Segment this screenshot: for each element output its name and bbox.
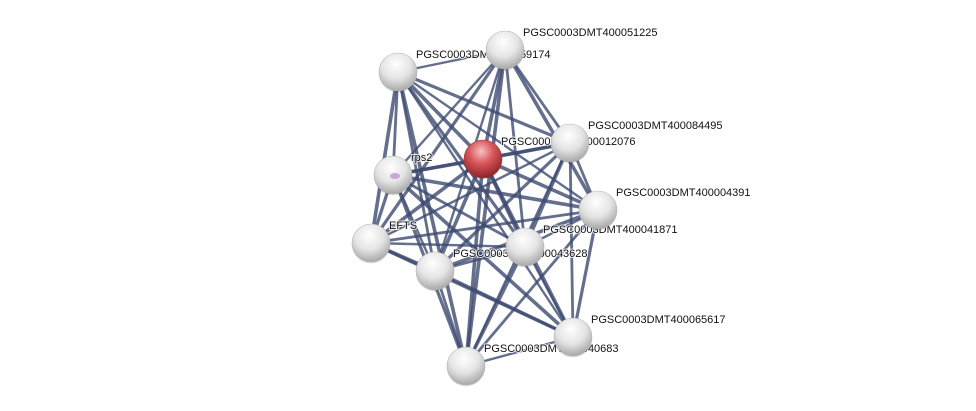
edge-B-G[interactable] [369, 49, 507, 244]
edge-E-H[interactable] [392, 173, 526, 249]
protein-node[interactable] [378, 52, 418, 93]
edge-A-K[interactable] [396, 71, 468, 367]
node-label: PGSC0003DMT400041871 [543, 224, 678, 236]
protein-node[interactable] [505, 227, 545, 268]
edge-A-F[interactable] [397, 71, 599, 211]
edge-B-F[interactable] [503, 49, 600, 211]
edge-C-K[interactable] [464, 158, 485, 367]
node-label: PGSC0003DMT400084495 [588, 120, 723, 132]
edge-D-I[interactable] [433, 141, 572, 273]
edge-A-G[interactable] [369, 71, 400, 244]
protein-node[interactable] [446, 346, 486, 387]
node-label: PGSC0003DMT400059174 [416, 49, 551, 61]
edge-C-F[interactable] [482, 157, 599, 212]
edge-H-K[interactable] [464, 246, 527, 367]
protein-node[interactable] [373, 155, 413, 196]
edge-F-J[interactable] [571, 209, 600, 338]
edge-B-E[interactable] [392, 49, 506, 176]
edge-D-G[interactable] [370, 141, 571, 245]
edge-E-F[interactable] [392, 173, 599, 212]
node-label: PGSC0003DMT400065617 [591, 314, 726, 326]
edge-E-J[interactable] [391, 173, 575, 339]
protein-node[interactable] [351, 223, 391, 264]
edge-A-D[interactable] [397, 70, 571, 145]
edge-B-K[interactable] [464, 49, 507, 367]
node-label: PGSC0003DMT400004391 [616, 187, 751, 199]
node-label: rps2 [411, 152, 432, 164]
edge-A-C[interactable] [396, 70, 485, 161]
protein-node[interactable] [578, 190, 618, 231]
node-label: PGSC0003DMT400040683 [484, 343, 619, 355]
edge-C-I[interactable] [433, 158, 485, 272]
edge-F-K[interactable] [464, 209, 600, 367]
node-label: EFTS [389, 220, 417, 232]
edge-F-G[interactable] [370, 208, 599, 245]
protein-node[interactable] [550, 123, 590, 164]
edge-G-H[interactable] [370, 241, 526, 249]
edge-A-H[interactable] [396, 71, 527, 248]
edge-C-G[interactable] [369, 157, 485, 245]
protein-node[interactable] [485, 30, 525, 71]
structure-icon [390, 173, 400, 179]
node-label: PGSC0003DMT400051225 [523, 27, 658, 39]
edge-I-J[interactable] [434, 269, 574, 339]
edge-B-H[interactable] [503, 49, 527, 248]
protein-node[interactable] [553, 317, 593, 358]
protein-node[interactable] [415, 251, 455, 292]
query-protein-node[interactable] [463, 139, 503, 180]
